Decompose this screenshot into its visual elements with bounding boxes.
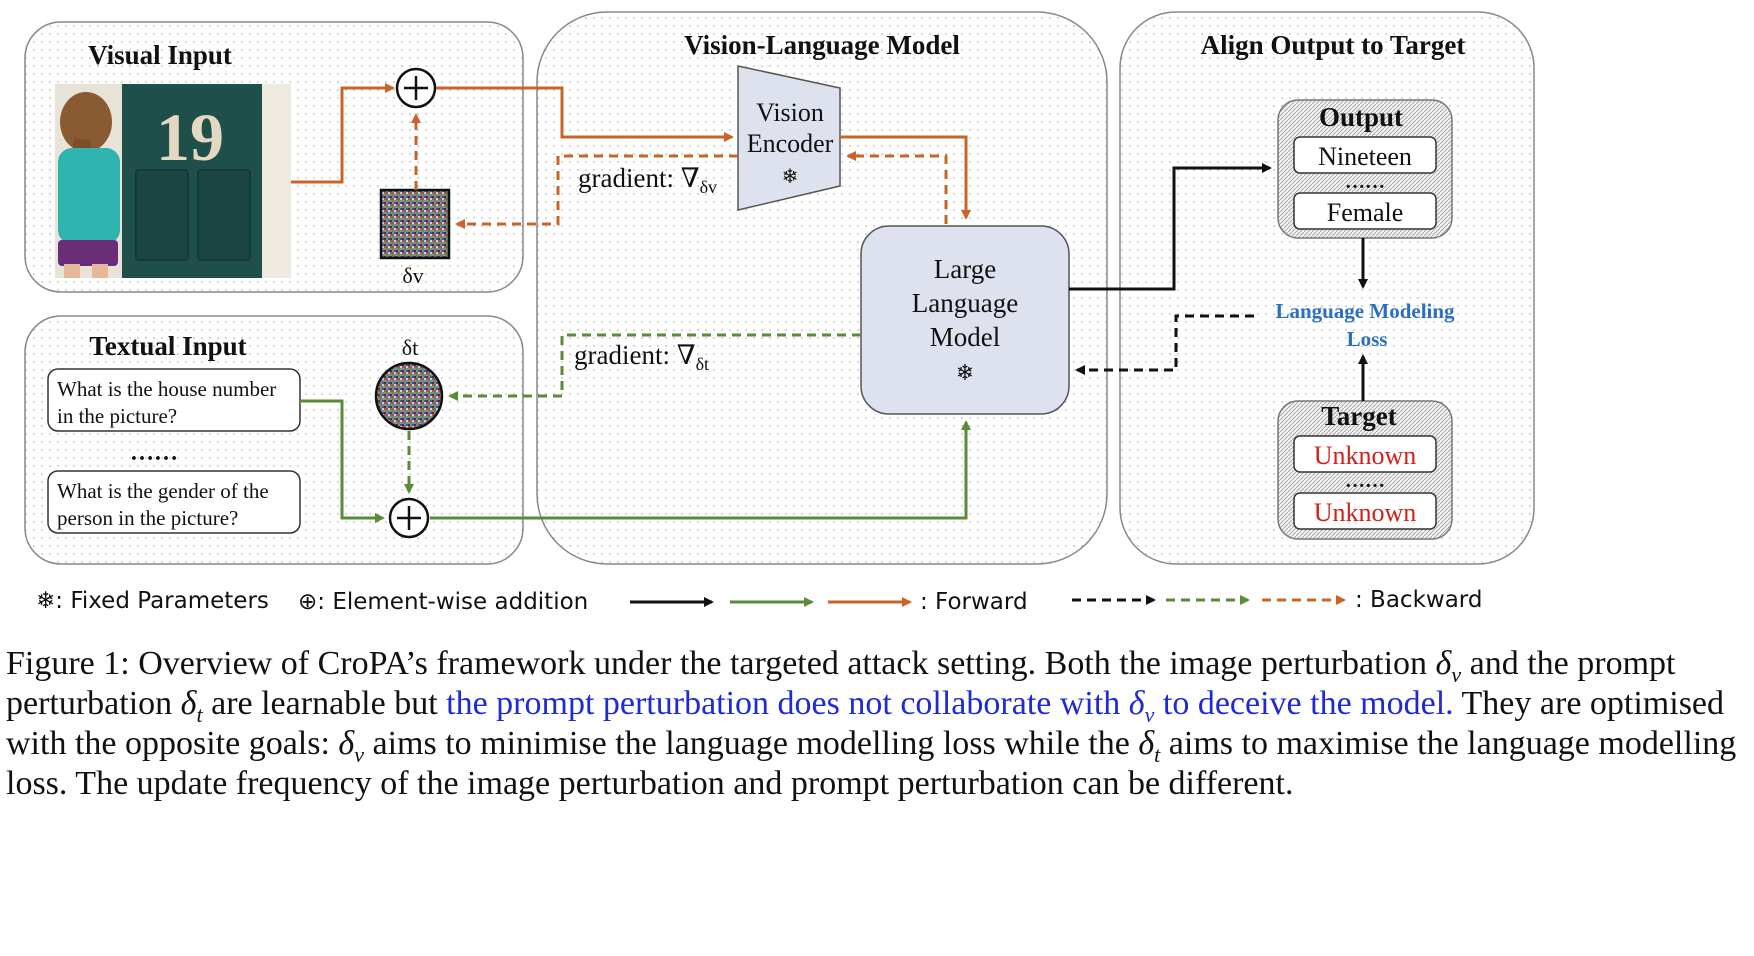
vision-encoder-line1: Vision (756, 98, 824, 127)
legend-forward-label: : Forward (920, 589, 1028, 615)
black-arrows (1069, 163, 1368, 401)
prompt-perturbation: δt (374, 335, 444, 431)
target-box: Target Unknown …… Unknown (1277, 400, 1453, 540)
snowflake-icon: ❄ (956, 361, 974, 386)
image-perturbation: δv (379, 188, 451, 288)
output-box: Output Nineteen …… Female (1277, 99, 1453, 239)
llm-line1: Large (934, 254, 996, 284)
target-ellipsis: …… (1345, 470, 1385, 492)
output-item-2: Female (1327, 198, 1404, 227)
delta-t-label: δt (402, 335, 418, 360)
orange-arrows (291, 83, 971, 229)
plus-circle-visual (395, 67, 437, 109)
arrow-encoder-to-llm (840, 135, 971, 220)
loss-label: Language Modeling Loss (1275, 299, 1455, 351)
arrow-llm-to-output (1069, 163, 1272, 291)
gradient-t-label: gradient: ∇δt (574, 340, 709, 374)
loss-line1: Language Modeling (1275, 299, 1455, 323)
legend: ❄: Fixed Parameters ⊕: Element-wise addi… (36, 587, 1482, 615)
caption-highlight: the prompt perturbation does not collabo… (446, 685, 1454, 727)
prompt-2-line2: person in the picture? (57, 506, 238, 530)
prompt-2-line1: What is the gender of the (57, 479, 269, 503)
framework-diagram: Visual Input Textual Input Vision-Langua… (24, 11, 1535, 615)
legend-add: ⊕: Element-wise addition (298, 589, 588, 615)
figure-caption: Figure 1: Overview of CroPA’s framework … (6, 645, 1737, 802)
vlm-title: Vision-Language Model (684, 30, 960, 60)
plus-circle-textual (388, 497, 430, 539)
llm-line2: Language (912, 288, 1018, 318)
align-title: Align Output to Target (1201, 30, 1466, 60)
target-item-2: Unknown (1314, 498, 1417, 527)
target-item-1: Unknown (1314, 441, 1417, 470)
output-item-1: Nineteen (1318, 142, 1412, 171)
vision-encoder-line2: Encoder (747, 129, 834, 158)
large-language-model: Large Language Model ❄ (860, 225, 1070, 415)
target-title: Target (1321, 401, 1397, 431)
arrow-loss-to-llm (1075, 314, 1254, 375)
prompt-ellipsis: …… (130, 440, 178, 466)
arrow-grad-llm-to-encoder (846, 151, 948, 224)
delta-v-label: δv (402, 263, 423, 288)
arrow-prompt-to-plus (300, 399, 385, 523)
output-title: Output (1319, 102, 1403, 132)
textual-input-title: Textual Input (89, 331, 246, 361)
prompt-box-1: What is the house number in the picture? (47, 368, 301, 432)
arrow-plus-to-llm (430, 420, 971, 520)
legend-fixed: ❄: Fixed Parameters (36, 588, 269, 614)
vision-encoder: Vision Encoder ❄ (737, 65, 841, 211)
input-image: 19 (55, 84, 291, 278)
green-arrows (300, 333, 971, 523)
gradient-v-label: gradient: ∇δv (578, 163, 717, 197)
prompt-box-2: What is the gender of the person in the … (47, 470, 301, 534)
prompt-1-line2: in the picture? (57, 404, 177, 428)
arrow-image-to-plus (291, 83, 395, 184)
legend-backward-label: : Backward (1355, 587, 1482, 613)
snowflake-icon: ❄ (782, 164, 799, 188)
prompt-1-line1: What is the house number (57, 377, 276, 401)
visual-input-title: Visual Input (88, 40, 232, 70)
arrow-grad-to-delta-v (455, 154, 738, 229)
llm-line3: Model (930, 322, 1001, 352)
arrow-plus-to-encoder (436, 86, 734, 142)
loss-line2: Loss (1347, 327, 1388, 351)
house-number: 19 (156, 99, 224, 175)
output-ellipsis: …… (1345, 171, 1385, 193)
